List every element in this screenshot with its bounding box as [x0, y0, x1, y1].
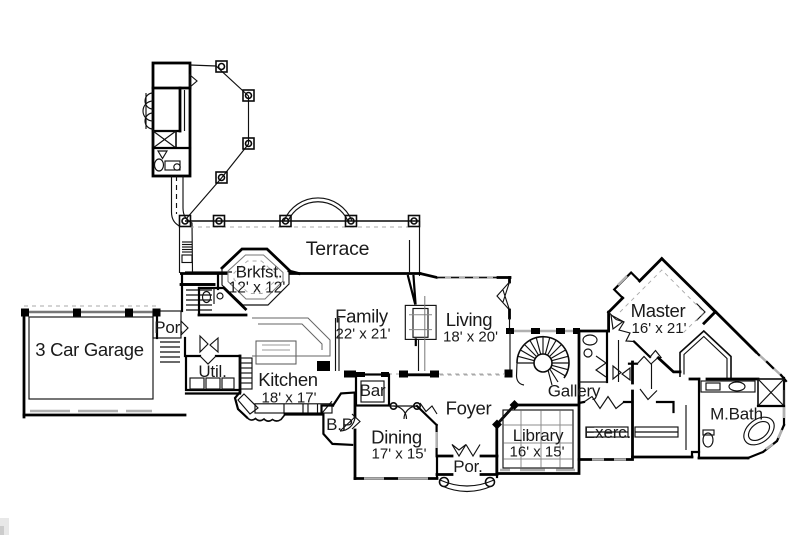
svg-text:Util.: Util. [198, 362, 226, 381]
svg-text:Foyer: Foyer [446, 398, 492, 419]
svg-text:3 Car Garage: 3 Car Garage [35, 339, 143, 360]
svg-text:22' x 21': 22' x 21' [336, 326, 391, 343]
svg-text:Library: Library [513, 426, 564, 445]
svg-text:Kitchen: Kitchen [258, 369, 318, 390]
svg-text:Bar: Bar [360, 381, 386, 400]
svg-text:12' x 12': 12' x 12' [229, 280, 286, 297]
svg-text:Dining: Dining [371, 427, 422, 448]
svg-text:Living: Living [446, 309, 493, 330]
svg-text:Por.: Por. [453, 457, 482, 476]
svg-text:Por.: Por. [154, 318, 183, 337]
svg-text:Terrace: Terrace [306, 238, 370, 260]
svg-text:Master: Master [631, 300, 686, 321]
svg-text:16' x 15': 16' x 15' [510, 444, 565, 461]
svg-text:M.Bath: M.Bath [710, 405, 763, 424]
svg-text:17' x 15': 17' x 15' [372, 446, 427, 463]
svg-text:B.P: B.P [326, 415, 353, 434]
svg-text:16' x 21': 16' x 21' [632, 320, 687, 337]
svg-text:Family: Family [335, 306, 389, 327]
svg-text:18' x 17': 18' x 17' [262, 390, 317, 407]
svg-text:Exerc.: Exerc. [584, 423, 631, 442]
svg-text:18' x 20': 18' x 20' [443, 329, 498, 346]
svg-text:Brkfst.: Brkfst. [236, 263, 283, 282]
svg-text:Gallery: Gallery [548, 382, 601, 401]
